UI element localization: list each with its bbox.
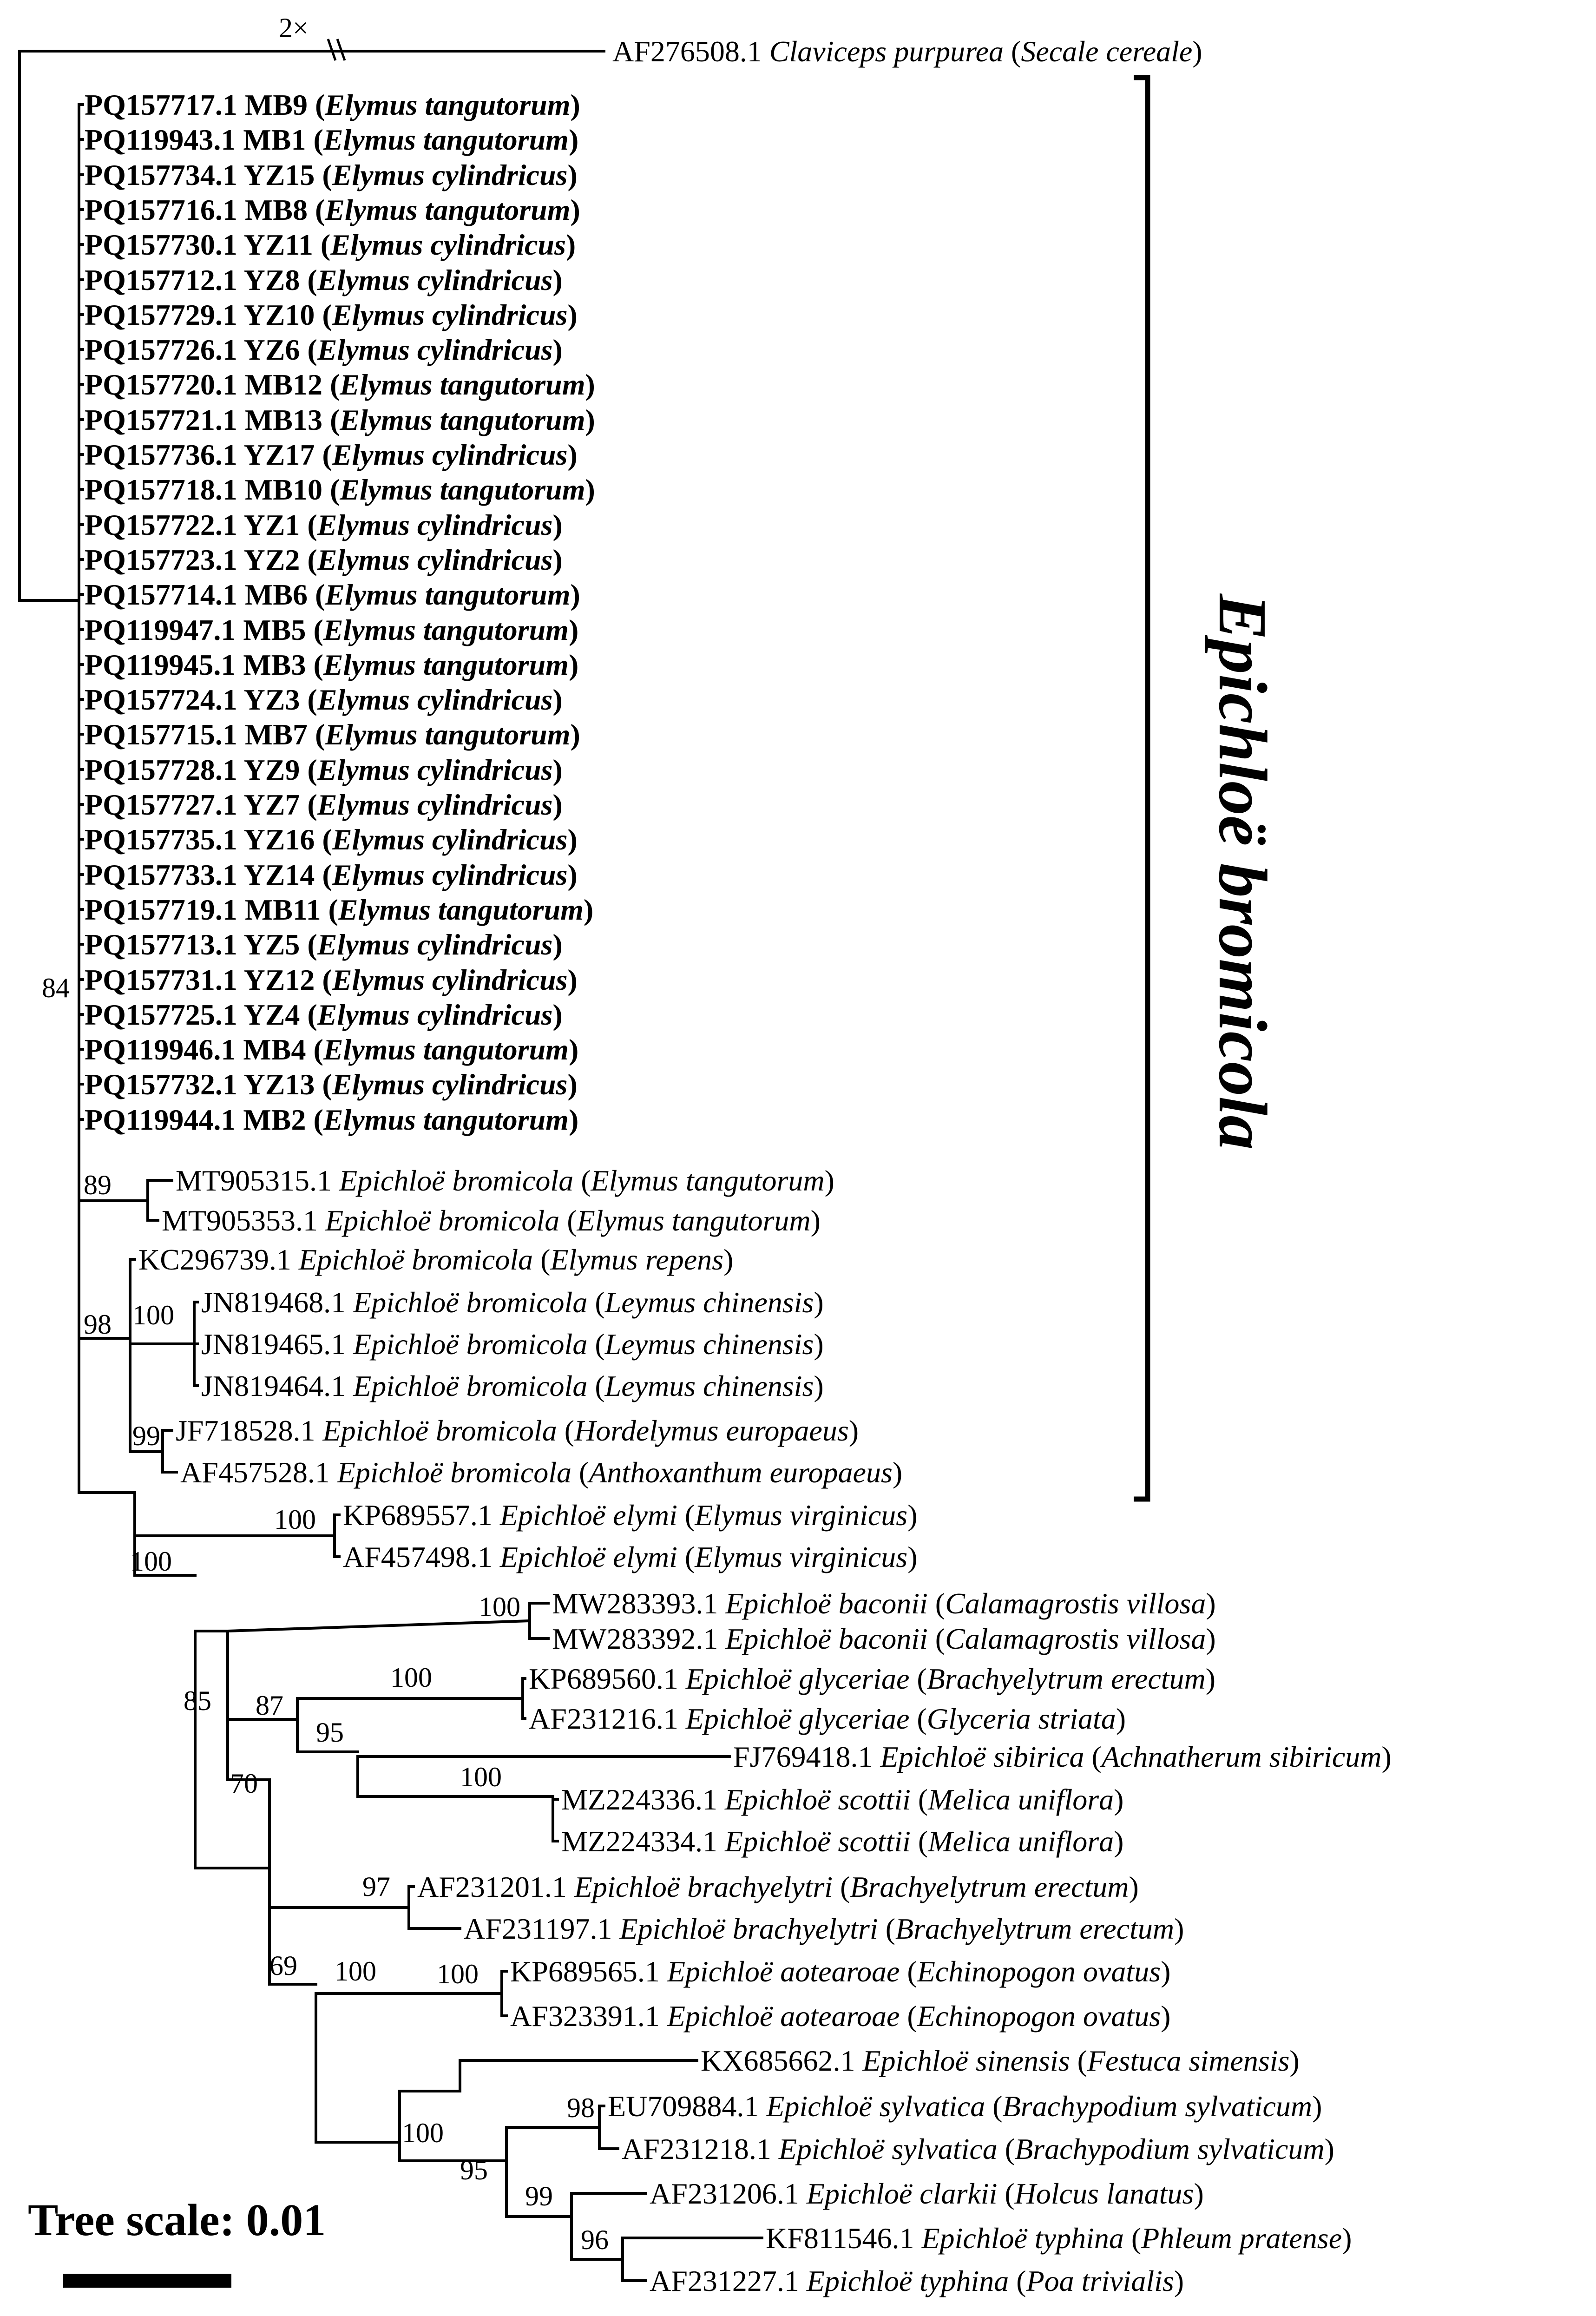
reference-leaf: AF231197.1 Epichloë brachyelytri (Brachy… bbox=[464, 1912, 1184, 1945]
support-value-brachyelytri: 97 bbox=[362, 1871, 390, 1902]
reference-leaf: AF457498.1 Epichloë elymi (Elymus virgin… bbox=[343, 1540, 918, 1573]
reference-leaf: AF231216.1 Epichloë glyceriae (Glyceria … bbox=[529, 1702, 1126, 1735]
collected-leaf: PQ157724.1 YZ3 (Elymus cylindricus) bbox=[85, 683, 563, 716]
support-value-n69: 69 bbox=[269, 1950, 297, 1981]
support-value-n100_low: 100 bbox=[402, 2118, 444, 2148]
tree-branches bbox=[18, 50, 763, 2282]
collected-leaf: PQ157718.1 MB10 (Elymus tangutorum) bbox=[85, 473, 595, 506]
collected-leaf: PQ157726.1 YZ6 (Elymus cylindricus) bbox=[85, 333, 563, 366]
collected-leaf: PQ157723.1 YZ2 (Elymus cylindricus) bbox=[85, 543, 563, 576]
collected-leaf: PQ157725.1 YZ4 (Elymus cylindricus) bbox=[85, 998, 563, 1031]
collected-leaf: PQ157727.1 YZ7 (Elymus cylindricus) bbox=[85, 788, 563, 821]
reference-leaf: KC296739.1 Epichloë bromicola (Elymus re… bbox=[138, 1243, 733, 1276]
support-value-n100_outer: 100 bbox=[335, 1956, 376, 1987]
branch-baconii-stem bbox=[226, 1619, 532, 1633]
reference-leaf: KP689560.1 Epichloë glyceriae (Brachyely… bbox=[529, 1662, 1215, 1695]
support-value-mt: 89 bbox=[84, 1170, 112, 1200]
collected-leaf: PQ157717.1 MB9 (Elymus tangutorum) bbox=[85, 88, 580, 121]
collected-leaf: PQ157729.1 YZ10 (Elymus cylindricus) bbox=[85, 298, 578, 331]
support-value-clarkii_group: 99 bbox=[525, 2181, 553, 2211]
clade-bracket bbox=[1134, 75, 1150, 1502]
reference-leaf: JN819468.1 Epichloë bromicola (Leymus ch… bbox=[201, 1286, 824, 1319]
collected-leaf: PQ157733.1 YZ14 (Elymus cylindricus) bbox=[85, 858, 578, 891]
collected-leaf: PQ119943.1 MB1 (Elymus tangutorum) bbox=[85, 123, 578, 156]
support-value-sylvatica: 98 bbox=[567, 2092, 595, 2123]
branch-break-marks bbox=[327, 39, 346, 61]
reference-leaf: JN819465.1 Epichloë bromicola (Leymus ch… bbox=[201, 1328, 824, 1361]
support-value-n70: 70 bbox=[230, 1768, 258, 1799]
reference-leaf: MZ224334.1 Epichloë scottii (Melica unif… bbox=[561, 1825, 1123, 1858]
reference-leaf: KP689565.1 Epichloë aotearoae (Echinopog… bbox=[510, 1955, 1170, 1988]
reference-leaf: MW283392.1 Epichloë baconii (Calamagrost… bbox=[552, 1622, 1216, 1655]
reference-leaf: KX685662.1 Epichloë sinensis (Festuca si… bbox=[701, 2044, 1300, 2077]
collected-leaf: PQ157712.1 YZ8 (Elymus cylindricus) bbox=[85, 263, 563, 296]
reference-leaf: AF231218.1 Epichloë sylvatica (Brachypod… bbox=[622, 2132, 1334, 2165]
support-value-glyceriae: 100 bbox=[390, 1662, 432, 1693]
collected-leaf: PQ157716.1 MB8 (Elymus tangutorum) bbox=[85, 193, 580, 226]
collected-leaf: PQ119945.1 MB3 (Elymus tangutorum) bbox=[85, 648, 578, 681]
reference-leaf: EU709884.1 Epichloë sylvatica (Brachypod… bbox=[608, 2090, 1322, 2123]
reference-leaf: AF231206.1 Epichloë clarkii (Holcus lana… bbox=[650, 2177, 1204, 2210]
support-value-aotearoae: 100 bbox=[437, 1959, 479, 1989]
reference-leaf: FJ769418.1 Epichloë sibirica (Achnatheru… bbox=[733, 1740, 1392, 1773]
collected-leaf: PQ157722.1 YZ1 (Elymus cylindricus) bbox=[85, 508, 563, 541]
outgroup-break-label: 2× bbox=[279, 13, 309, 43]
reference-leaf: MW283393.1 Epichloë baconii (Calamagrost… bbox=[552, 1587, 1216, 1620]
support-value-scottii: 100 bbox=[460, 1762, 502, 1792]
collected-leaf: PQ157736.1 YZ17 (Elymus cylindricus) bbox=[85, 438, 578, 471]
collected-leaf: PQ157719.1 MB11 (Elymus tangutorum) bbox=[85, 893, 593, 926]
reference-leaf: MT905315.1 Epichloë bromicola (Elymus ta… bbox=[176, 1164, 834, 1197]
support-value-sylv_group: 95 bbox=[460, 2155, 488, 2185]
support-value-bromicola_main: 98 bbox=[84, 1309, 112, 1340]
collected-leaf: PQ119947.1 MB5 (Elymus tangutorum) bbox=[85, 613, 578, 646]
reference-leaf: MZ224336.1 Epichloë scottii (Melica unif… bbox=[561, 1783, 1123, 1816]
collected-leaf: PQ157715.1 MB7 (Elymus tangutorum) bbox=[85, 718, 580, 751]
collected-leaf: PQ157730.1 YZ11 (Elymus cylindricus) bbox=[85, 228, 576, 261]
reference-leaf: JF718528.1 Epichloë bromicola (Hordelymu… bbox=[176, 1414, 859, 1447]
support-value-n87: 87 bbox=[256, 1690, 283, 1721]
collected-leaf: PQ157735.1 YZ16 (Elymus cylindricus) bbox=[85, 823, 578, 856]
support-value-hordelymus: 99 bbox=[132, 1421, 160, 1451]
tree-leaves: AF276508.1 Claviceps purpurea (Secale ce… bbox=[85, 35, 1392, 2297]
collected-leaf: PQ157732.1 YZ13 (Elymus cylindricus) bbox=[85, 1068, 578, 1101]
collected-leaf: PQ157714.1 MB6 (Elymus tangutorum) bbox=[85, 578, 580, 611]
support-value-root: 84 bbox=[42, 973, 70, 1003]
collected-leaf: PQ157728.1 YZ9 (Elymus cylindricus) bbox=[85, 753, 563, 786]
collected-leaf: PQ157721.1 MB13 (Elymus tangutorum) bbox=[85, 403, 595, 436]
reference-leaf: AF457528.1 Epichloë bromicola (Anthoxant… bbox=[180, 1456, 902, 1489]
support-value-typhina: 96 bbox=[581, 2224, 609, 2255]
collected-leaf: PQ157734.1 YZ15 (Elymus cylindricus) bbox=[85, 158, 578, 191]
collected-leaf: PQ157713.1 YZ5 (Elymus cylindricus) bbox=[85, 928, 563, 961]
support-values: 89 100 98 99 100 100 85 100 87 100 95 100 70 69 97 100 1… bbox=[42, 973, 609, 2255]
reference-leaf: AF323391.1 Epichloë aotearoae (Echinopog… bbox=[510, 2000, 1170, 2033]
support-value-elymi_outer: 100 bbox=[130, 1546, 172, 1577]
tree-scale-label: Tree scale: 0.01 bbox=[28, 2195, 326, 2245]
reference-leaf: KP689557.1 Epichloë elymi (Elymus virgin… bbox=[343, 1499, 918, 1532]
reference-leaf: AF231201.1 Epichloë brachyelytri (Brachy… bbox=[417, 1870, 1139, 1903]
outgroup-leaf: AF276508.1 Claviceps purpurea (Secale ce… bbox=[612, 35, 1202, 68]
support-value-baconii: 100 bbox=[479, 1592, 520, 1622]
reference-leaf: AF231227.1 Epichloë typhina (Poa trivial… bbox=[650, 2264, 1184, 2297]
reference-leaf: MT905353.1 Epichloë bromicola (Elymus ta… bbox=[162, 1204, 821, 1237]
reference-leaf: KF811546.1 Epichloë typhina (Phleum prat… bbox=[766, 2222, 1352, 2255]
support-value-n85: 85 bbox=[184, 1685, 211, 1716]
clade-label: Epichloë bromicola bbox=[1204, 593, 1281, 1150]
collected-leaf: PQ157720.1 MB12 (Elymus tangutorum) bbox=[85, 368, 595, 401]
collected-leaf: PQ119946.1 MB4 (Elymus tangutorum) bbox=[85, 1033, 578, 1066]
collected-leaf: PQ119944.1 MB2 (Elymus tangutorum) bbox=[85, 1103, 578, 1136]
support-value-leymus: 100 bbox=[132, 1300, 174, 1330]
support-value-elymi: 100 bbox=[274, 1504, 316, 1535]
support-value-n95_sib: 95 bbox=[316, 1717, 344, 1748]
collected-leaf: PQ157731.1 YZ12 (Elymus cylindricus) bbox=[85, 963, 578, 996]
reference-leaf: JN819464.1 Epichloë bromicola (Leymus ch… bbox=[201, 1369, 824, 1402]
